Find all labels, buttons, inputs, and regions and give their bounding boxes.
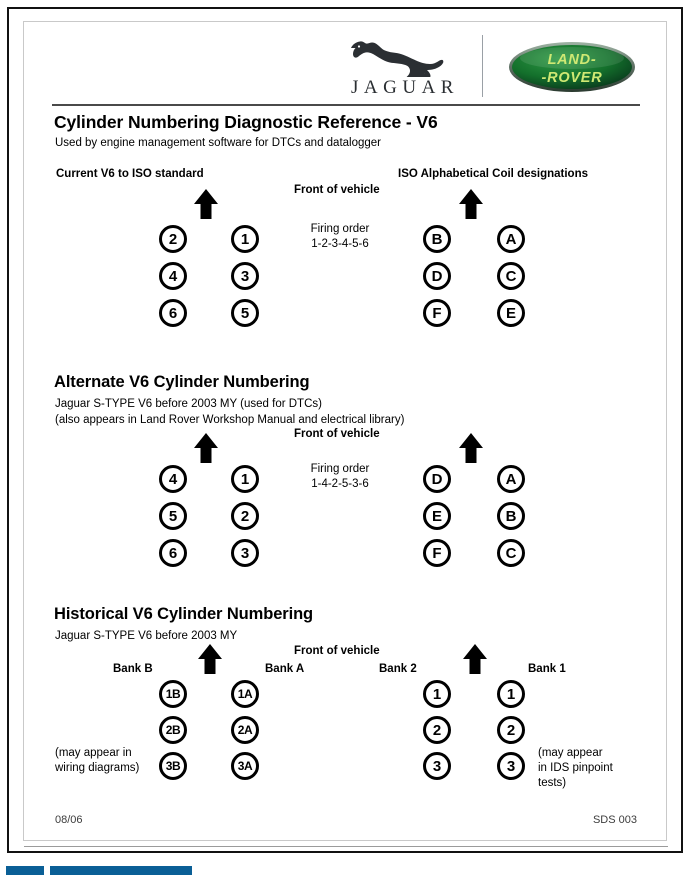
footer-doc-code: SDS 003: [592, 814, 637, 826]
coil-circle: C: [497, 262, 525, 290]
brand-logo-row: JAGUAR LAND- -ROVER: [330, 33, 640, 103]
coil-circle: E: [497, 299, 525, 327]
cylinder-circle: 1: [231, 465, 259, 493]
header-rule: [52, 104, 640, 106]
logo-divider: [482, 35, 483, 97]
section2-subtitle-2: (also appears in Land Rover Workshop Man…: [55, 414, 405, 426]
coil-circle: A: [497, 465, 525, 493]
note-line: wiring diagrams): [55, 762, 140, 774]
section2-title: Alternate V6 Cylinder Numbering: [54, 373, 310, 391]
cylinder-circle: 4: [159, 465, 187, 493]
cylinder-circle: 4: [159, 262, 187, 290]
section3-subtitle-1: Jaguar S-TYPE V6 before 2003 MY: [55, 630, 238, 642]
cylinder-circle: 1: [497, 680, 525, 708]
footer-date: 08/06: [55, 814, 83, 826]
section2-firing-order: Firing order 1-4-2-5-3-6: [290, 462, 390, 492]
note-line: (may appear: [538, 747, 603, 759]
jaguar-leaper-icon: [351, 41, 444, 77]
front-arrow-icon: [463, 644, 487, 674]
svg-text:-ROVER: -ROVER: [542, 70, 603, 86]
cylinder-circle: 1: [423, 680, 451, 708]
bank-label-2: Bank 2: [379, 663, 417, 675]
page-subtitle: Used by engine management software for D…: [55, 137, 382, 149]
firing-order-value: 1-4-2-5-3-6: [311, 478, 369, 490]
cylinder-circle: 2: [159, 225, 187, 253]
cylinder-circle: 2B: [159, 716, 187, 744]
section3-title: Historical V6 Cylinder Numbering: [54, 605, 314, 623]
note-ids-pinpoint: (may appear in IDS pinpoint tests): [538, 746, 648, 791]
bottom-accent-bar-segment-1: [6, 866, 44, 875]
coil-circle: C: [497, 539, 525, 567]
coil-circle: F: [423, 299, 451, 327]
front-arrow-icon: [198, 644, 222, 674]
front-arrow-icon: [459, 189, 483, 219]
jaguar-wordmark: JAGUAR: [351, 77, 459, 98]
land-rover-logo: LAND- -ROVER: [509, 42, 635, 92]
cylinder-circle: 6: [159, 299, 187, 327]
bottom-accent-bar-segment-2: [50, 866, 192, 875]
coil-circle: B: [497, 502, 525, 530]
cylinder-circle: 2A: [231, 716, 259, 744]
cylinder-circle: 1: [231, 225, 259, 253]
cylinder-circle: 2: [423, 716, 451, 744]
cylinder-circle: 1B: [159, 680, 187, 708]
cylinder-circle: 6: [159, 539, 187, 567]
firing-order-value: 1-2-3-4-5-6: [311, 238, 369, 250]
cylinder-circle: 3: [231, 262, 259, 290]
page-border-inner: [23, 21, 667, 841]
coil-circle: E: [423, 502, 451, 530]
note-line: tests): [538, 777, 567, 789]
front-arrow-icon: [459, 433, 483, 463]
cylinder-circle: 2: [231, 502, 259, 530]
jaguar-logo: JAGUAR: [330, 33, 475, 103]
firing-order-label: Firing order: [310, 223, 370, 235]
cylinder-circle: 3: [423, 752, 451, 780]
front-arrow-icon: [194, 433, 218, 463]
section1-right-heading: ISO Alphabetical Coil designations: [398, 168, 588, 180]
cylinder-circle: 3: [497, 752, 525, 780]
coil-circle: D: [423, 465, 451, 493]
bank-label-b: Bank B: [113, 663, 153, 675]
note-line: (may appear in: [55, 747, 132, 759]
note-line: in IDS pinpoint: [538, 762, 613, 774]
note-wiring-diagrams: (may appear in wiring diagrams): [55, 746, 160, 776]
cylinder-circle: 5: [231, 299, 259, 327]
cylinder-circle: 3A: [231, 752, 259, 780]
coil-circle: A: [497, 225, 525, 253]
footer-rule: [24, 846, 668, 847]
section2-front-of-vehicle: Front of vehicle: [294, 428, 380, 440]
cylinder-circle: 5: [159, 502, 187, 530]
bank-label-a: Bank A: [265, 663, 305, 675]
firing-order-label: Firing order: [310, 463, 370, 475]
cylinder-circle: 1A: [231, 680, 259, 708]
section1-front-of-vehicle: Front of vehicle: [294, 184, 380, 196]
page-title: Cylinder Numbering Diagnostic Reference …: [54, 112, 438, 132]
cylinder-circle: 3: [231, 539, 259, 567]
section3-front-of-vehicle: Front of vehicle: [294, 645, 380, 657]
page-border-outer: [7, 7, 683, 853]
bank-label-1: Bank 1: [528, 663, 566, 675]
coil-circle: B: [423, 225, 451, 253]
front-arrow-icon: [194, 189, 218, 219]
section1-left-heading: Current V6 to ISO standard: [56, 168, 204, 180]
section1-firing-order: Firing order 1-2-3-4-5-6: [290, 222, 390, 252]
cylinder-circle: 2: [497, 716, 525, 744]
section2-subtitle-1: Jaguar S-TYPE V6 before 2003 MY (used fo…: [55, 398, 322, 410]
cylinder-circle: 3B: [159, 752, 187, 780]
svg-text:LAND-: LAND-: [548, 52, 597, 68]
coil-circle: F: [423, 539, 451, 567]
coil-circle: D: [423, 262, 451, 290]
